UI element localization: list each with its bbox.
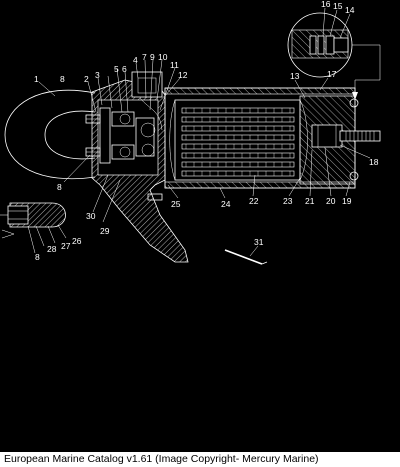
callout-1: 1 [34,74,39,84]
drive-shaft [339,130,381,142]
callout-5: 5 [114,64,119,74]
callout-27: 27 [61,241,71,251]
callout-2: 2 [84,74,89,84]
callout-10: 10 [158,52,168,62]
callout-7: 7 [142,52,147,62]
callout-25: 25 [171,199,181,209]
callout-17: 17 [327,69,337,79]
callout-28: 28 [47,244,57,254]
brush-assembly [85,97,163,164]
rear-screw-bottom [349,171,359,181]
pin-31 [224,249,263,265]
callout-29: 29 [100,226,110,236]
callout-21: 21 [305,196,315,206]
callout-labels: 1 2 3 4 5 6 7 8 9 10 11 12 13 14 15 16 1… [34,0,379,262]
callout-19: 19 [342,196,352,206]
callout-26: 26 [72,236,82,246]
callout-8c: 8 [35,252,40,262]
motor-tube-wall-top [164,87,356,95]
callout-30: 30 [86,211,96,221]
callout-6: 6 [122,64,127,74]
callout-23: 23 [283,196,293,206]
armature-windings [181,107,295,177]
callout-13: 13 [290,71,300,81]
callout-9: 9 [150,52,155,62]
detail-inset [287,12,381,100]
callout-4: 4 [133,55,138,65]
callout-22: 22 [249,196,259,206]
callout-31: 31 [254,237,264,247]
callout-3: 3 [95,70,100,80]
callout-11: 11 [170,60,179,70]
callout-20: 20 [326,196,336,206]
callout-15: 15 [333,1,343,11]
mount-bracket-inner [137,77,157,94]
callout-14: 14 [345,5,355,15]
shaft-splines [345,131,375,141]
image-caption: European Marine Catalog v1.61 (Image Cop… [0,452,400,467]
motor-tube-wall-bottom [164,181,356,189]
exploded-brush [0,202,66,239]
leader-lines [27,7,371,257]
exploded-parts-diagram: 1 2 3 4 5 6 7 8 9 10 11 12 13 14 15 16 1… [0,0,381,265]
rear-bearing [311,124,343,148]
handle-loop-inner [44,110,96,160]
callout-16: 16 [321,0,331,9]
callout-12: 12 [178,70,188,80]
handle-loop [4,89,96,180]
callout-8b: 8 [57,182,62,192]
callout-18: 18 [369,157,379,167]
rear-screw-top [349,98,359,108]
front-cavity [97,99,159,176]
callout-24: 24 [221,199,231,209]
side-screw [147,193,163,201]
callout-8a: 8 [60,74,65,84]
